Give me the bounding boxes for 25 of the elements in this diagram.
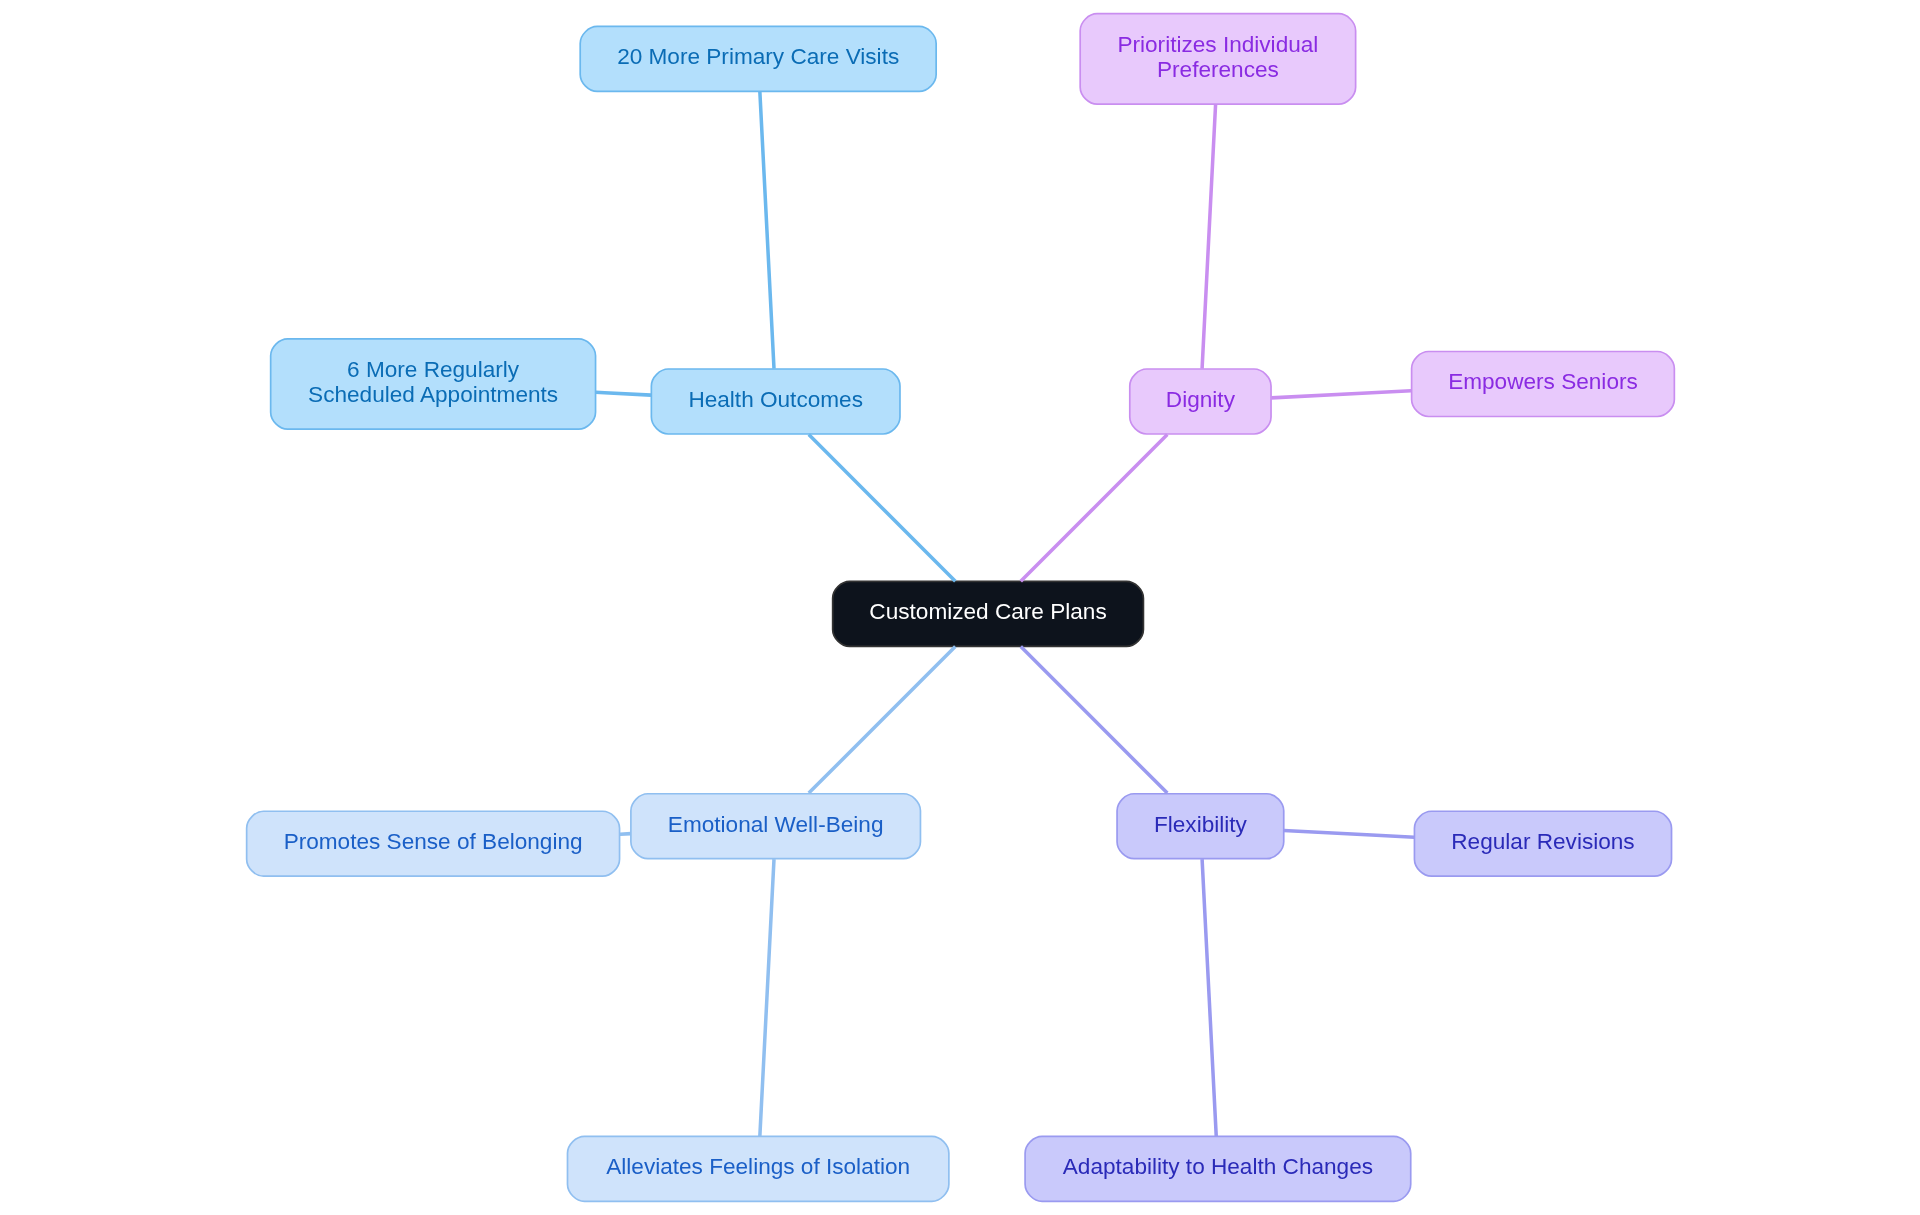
node-box: Health Outcomes — [650, 368, 901, 435]
node-box: Alleviates Feelings of Isolation — [566, 1135, 950, 1203]
connector — [1199, 104, 1217, 369]
node-box: Customized Care Plans — [831, 580, 1144, 648]
node-box: 6 More Regularly Scheduled Appointments — [269, 337, 596, 431]
connector — [1199, 858, 1218, 1137]
connector — [807, 433, 957, 583]
node-box: Prioritizes Individual Preferences — [1078, 12, 1356, 105]
connector — [757, 859, 776, 1137]
node-box: Emotional Well-Being — [629, 792, 921, 860]
connector — [1283, 828, 1414, 839]
connector — [807, 645, 957, 795]
connector — [1019, 433, 1169, 583]
node-box: Adaptability to Health Changes — [1023, 1135, 1412, 1203]
node-box: Empowers Seniors — [1410, 350, 1675, 418]
connector — [757, 91, 776, 369]
node-box: Flexibility — [1115, 792, 1285, 860]
connector — [595, 390, 651, 397]
connector — [1019, 645, 1169, 795]
node-box: Regular Revisions — [1413, 810, 1672, 878]
node-box: Dignity — [1128, 368, 1272, 435]
connector — [1270, 388, 1411, 400]
connector — [619, 831, 631, 836]
node-box: Promotes Sense of Belonging — [245, 810, 620, 878]
node-box: 20 More Primary Care Visits — [578, 25, 937, 93]
